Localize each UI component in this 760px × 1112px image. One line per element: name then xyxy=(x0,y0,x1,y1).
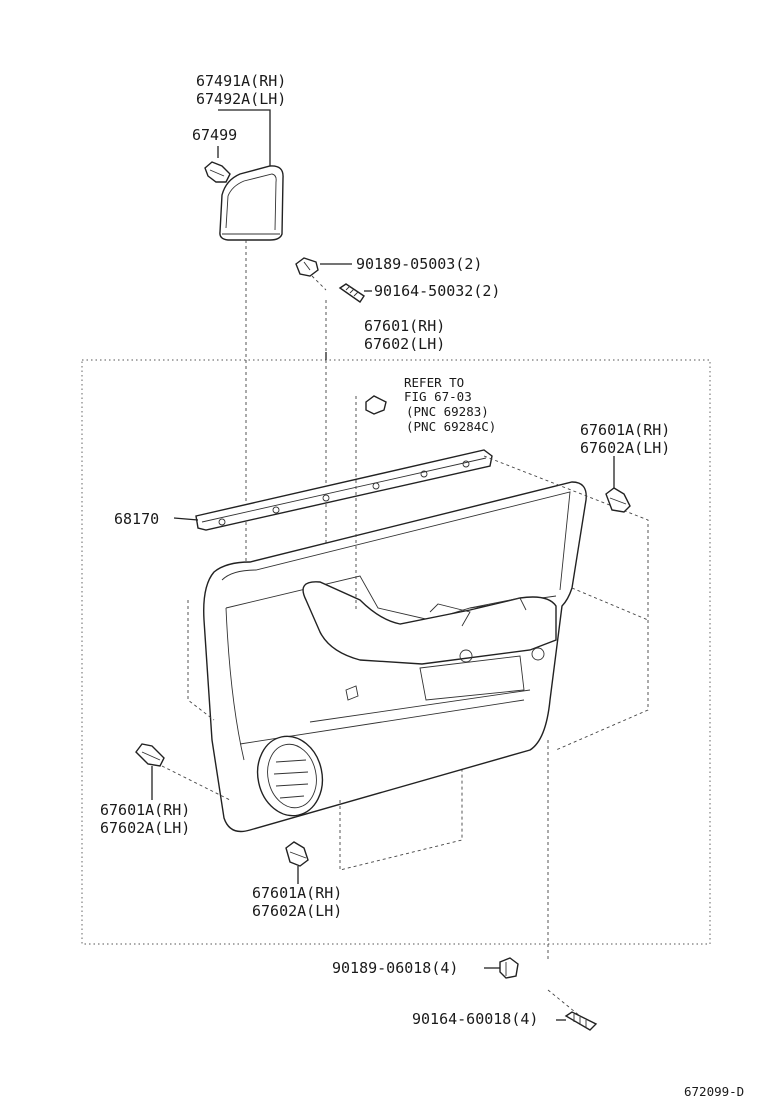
label-nut-1: 90189-05003(2) xyxy=(356,255,482,273)
label-clip-left-lh: 67602A(LH) xyxy=(100,819,190,837)
clip-left-part[interactable] xyxy=(135,743,165,767)
label-refer-2: FIG 67-03 xyxy=(404,389,472,404)
screw-90164-50032-part[interactable] xyxy=(338,283,365,303)
figure-code: 672099-D xyxy=(684,1084,744,1099)
door-trim-panel-part[interactable] xyxy=(203,481,587,833)
label-panel-rh: 67601(RH) xyxy=(364,317,445,335)
weatherstrip-68170-part[interactable] xyxy=(195,449,493,531)
label-refer-4: (PNC 69284C) xyxy=(406,419,496,434)
assembly-line-left-clip xyxy=(161,600,231,801)
clip-right-part[interactable] xyxy=(605,487,631,513)
label-clip-right-rh: 67601A(RH) xyxy=(580,421,670,439)
assembly-line-screw-2 xyxy=(547,740,581,1017)
screw-90164-60018-part[interactable] xyxy=(564,1011,598,1031)
nut-90189-06018-part[interactable] xyxy=(499,957,519,979)
clip-bottom-part[interactable] xyxy=(285,841,309,867)
label-clip-left-rh: 67601A(RH) xyxy=(100,801,190,819)
assembly-boundary xyxy=(81,359,711,945)
corner-cover-part[interactable] xyxy=(219,165,284,241)
label-refer-1: REFER TO xyxy=(404,375,464,390)
leader-weatherstrip xyxy=(173,517,199,521)
label-clip-bottom-lh: 67602A(LH) xyxy=(252,902,342,920)
label-corner-cover-rh: 67491A(RH) xyxy=(196,72,286,90)
refer-clip-part[interactable] xyxy=(365,395,387,415)
label-weatherstrip: 68170 xyxy=(114,510,159,528)
label-clip-bottom-rh: 67601A(RH) xyxy=(252,884,342,902)
nut-90189-05003-part[interactable] xyxy=(295,257,319,277)
label-panel-lh: 67602(LH) xyxy=(364,335,445,353)
assembly-line-screw xyxy=(311,275,327,600)
label-corner-cover-lh: 67492A(LH) xyxy=(196,90,286,108)
label-clip-67499: 67499 xyxy=(192,126,237,144)
label-clip-right-lh: 67602A(LH) xyxy=(580,439,670,457)
label-screw-1: 90164-50032(2) xyxy=(374,282,500,300)
label-refer-3: (PNC 69283) xyxy=(406,404,489,419)
label-nut-2: 90189-06018(4) xyxy=(332,959,458,977)
label-screw-2: 90164-60018(4) xyxy=(412,1010,538,1028)
clip-67499-part[interactable] xyxy=(204,161,231,183)
assembly-line-right-clip xyxy=(483,455,649,751)
leader-corner-cover xyxy=(218,109,271,166)
assembly-line-bottom xyxy=(339,770,463,871)
